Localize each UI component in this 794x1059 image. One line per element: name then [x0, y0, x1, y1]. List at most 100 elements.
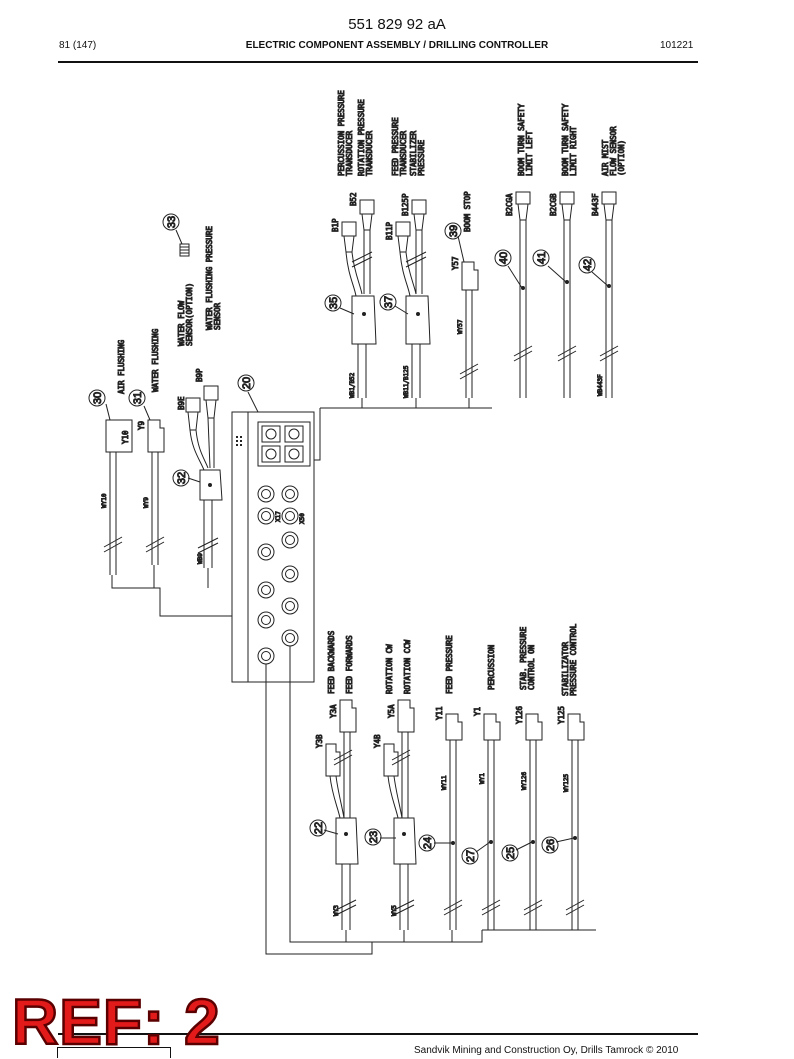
ref-number-32: 32 [176, 472, 188, 484]
ref-number-24: 24 [422, 837, 434, 849]
boom-turn-left-desc2: LIMIT LEFT [525, 130, 534, 176]
stab-pressure-line1: STAB. PRESSURE [519, 626, 528, 690]
ref-number-41: 41 [536, 252, 548, 264]
ref-number-37: 37 [383, 296, 395, 308]
ref-circle-31 [128, 389, 146, 407]
feed-pressure-desc: FEED PRESSURE [445, 635, 454, 694]
air-flushing-desc: AIR FLUSHING [117, 339, 126, 394]
air-mist-desc2: FLOW SENSOR [609, 126, 618, 176]
boom-turn-left-conn-label: B2CGA [505, 193, 514, 216]
water-sensor-conn2-label: B9P [195, 368, 204, 382]
water-flushing-desc: WATER FLUSHING [151, 328, 160, 392]
rotation-valve1-label: Y4B [373, 734, 382, 748]
ref-circle-42 [578, 256, 596, 274]
water-flushing-valve-group: Y9 WY9 WATER FLUSHING 31 [128, 328, 165, 565]
boom-turn-right-desc2: LIMIT RIGHT [569, 126, 578, 176]
feed-sensor-line4: PRESSURE [417, 139, 426, 176]
ref-circle-20 [237, 374, 255, 392]
harness-upper-left [111, 575, 232, 617]
water-sensor-wire-label: WB9 [197, 553, 204, 564]
boom-turn-right-group: B2CGB BOOM TURN SAFETY LIMIT RIGHT 41 [532, 103, 579, 398]
stab-pressure-valve-group: Y126 WY126 STAB. PRESSURE CONTROL ON 25 [501, 626, 543, 930]
boom-stop-valve-group: Y57 WY57 BOOM STOP 39 [444, 190, 479, 398]
feed-sensor-conn1-label: B11P [385, 221, 394, 240]
harness-lower-inner [289, 646, 405, 943]
water-sensor-line2: SENSOR(OPTION) [185, 283, 194, 346]
stab-control-wire-label: WY125 [563, 774, 570, 792]
air-flushing-valve-group: Y10 WY10 AIR FLUSHING 30 [88, 339, 133, 575]
ref-number-25: 25 [505, 847, 517, 859]
percussion-desc: PERCUSSION [487, 645, 496, 690]
ref-circle-22 [309, 819, 327, 837]
water-sensor-group: WB9 B9E B9P WATER FLOW SENSOR(OPTION) WA… [172, 225, 223, 568]
feed-sensor-line3: STABILIZER [409, 130, 418, 176]
boom-turn-right-conn-label: B2CGB [549, 193, 558, 216]
ref-number-23: 23 [368, 831, 380, 843]
ref-number-26: 26 [545, 839, 557, 851]
percussion-sensor-conn1-label: B1P [331, 218, 340, 232]
feed-valve-group: Y3B Y3A WY3 FEED BACKWARDS FEED FORWARDS… [309, 630, 359, 930]
boom-stop-wire-label: WY57 [457, 319, 464, 334]
ref-circle-37 [379, 293, 397, 311]
feed-valve1-label: Y3B [315, 734, 324, 748]
box-body [247, 411, 315, 683]
boom-stop-desc: BOOM STOP [463, 191, 472, 232]
percussion-sensor-line4: TRANSDUCER [365, 130, 374, 176]
feed-pressure-wire-label: WY11 [441, 775, 448, 790]
water-sensor-line1: WATER FLOW [177, 300, 186, 346]
page-title: ELECTRIC COMPONENT ASSEMBLY / DRILLING C… [245, 40, 549, 51]
ref-circle-41 [532, 249, 550, 267]
air-flushing-wire-label: WY10 [101, 493, 108, 508]
page-number: 81 (147) [59, 40, 97, 51]
harness-upper-right-stubs [361, 398, 470, 408]
ref-number-22: 22 [313, 822, 325, 834]
ref-circle-40 [494, 249, 512, 267]
feed-sensor-line2: TRANSDUCER [399, 130, 408, 176]
ref-number-31: 31 [132, 392, 144, 404]
stab-pressure-valve-label: Y126 [515, 705, 524, 724]
socket-x17-label: X17 [275, 511, 282, 522]
rotation-line1: ROTATION CW [385, 644, 394, 694]
air-mist-desc3: (OPTION) [617, 140, 626, 176]
ref-number-20: 20 [241, 377, 253, 389]
percussion-wire-label: WY1 [479, 773, 486, 784]
sensor-ref-33-group: 33 [162, 213, 190, 257]
feed-line2: FEED FORWARDS [345, 635, 354, 694]
feed-pressure-valve-group: Y11 WY11 FEED PRESSURE 24 [418, 634, 463, 930]
socket-group-top [261, 425, 304, 463]
footer-copyright: Sandvik Mining and Construction Oy, Dril… [414, 1045, 679, 1056]
socket-x50-label: X50 [299, 513, 306, 524]
header-rule [58, 61, 698, 63]
harness-upper-right-drop [314, 408, 321, 461]
rotation-wire-label: WY5 [391, 905, 398, 916]
percussion-sensor-conn2-label: B52 [349, 192, 358, 206]
harness-lower-right-link [452, 930, 483, 943]
connector-box: X17 X50 20 [231, 374, 315, 683]
document-number: 551 829 92 aA [348, 16, 446, 33]
stab-control-line1: STABILIZATOR [561, 641, 570, 696]
feed-sensor-group: WB11/B125 B11P B125P FEED PRESSURE TRANS… [379, 116, 431, 399]
sockets [257, 485, 299, 665]
water-sensor-line4: SENSOR [213, 302, 222, 330]
boom-turn-left-desc1: BOOM TURN SAFETY [517, 103, 526, 176]
feed-sensor-wire-label: WB11/B125 [403, 365, 410, 398]
water-sensor-line3: WATER FLUSHING PRESSURE [205, 226, 214, 330]
feed-sensor-line1: FEED PRESSURE [391, 117, 400, 176]
ref-circle-33 [162, 213, 180, 231]
air-mist-wire-label: WB443F [597, 374, 604, 396]
ref-number-30: 30 [92, 392, 104, 404]
stab-control-valve-label: Y125 [557, 706, 566, 724]
percussion-sensor-wire-label: WB1/B52 [349, 372, 356, 398]
ref-circle-39 [444, 222, 462, 240]
ref-number-33: 33 [166, 216, 178, 228]
percussion-valve-group: Y1 WY1 PERCUSSION 27 [461, 644, 501, 930]
air-mist-desc1: AIR MIST [601, 139, 610, 176]
stab-control-valve-group: Y125 WY125 STABILIZATOR PRESSURE CONTROL… [541, 623, 585, 930]
ref-circle-23 [364, 828, 382, 846]
ref-number-39: 39 [448, 225, 460, 237]
percussion-valve-label: Y1 [473, 707, 482, 716]
box-flange [231, 411, 249, 683]
ref-number-35: 35 [328, 297, 340, 309]
box-marker-dots [236, 436, 242, 446]
